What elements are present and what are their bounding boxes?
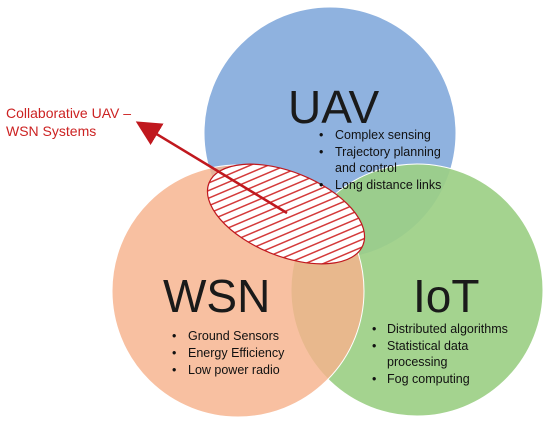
uav-item-3: and control bbox=[335, 161, 397, 175]
uav-bullet-3: • bbox=[319, 178, 323, 192]
uav-item-4: Long distance links bbox=[335, 178, 441, 192]
wsn-bullet-1: • bbox=[172, 329, 176, 343]
callout-line-2: WSN Systems bbox=[6, 123, 96, 139]
uav-bullet-1: • bbox=[319, 128, 323, 142]
callout-arrow bbox=[135, 121, 288, 215]
callout-line-1: Collaborative UAV – bbox=[6, 105, 131, 121]
wsn-bullet-3: • bbox=[172, 363, 176, 377]
wsn-item-2: Energy Efficiency bbox=[188, 346, 285, 360]
uav-title: UAV bbox=[288, 81, 379, 133]
wsn-title: WSN bbox=[163, 270, 270, 322]
wsn-bullet-2: • bbox=[172, 346, 176, 360]
iot-bullet-1: • bbox=[372, 322, 376, 336]
iot-bullet-2: • bbox=[372, 339, 376, 353]
iot-item-4: Fog computing bbox=[387, 372, 470, 386]
iot-item-2: Statistical data bbox=[387, 339, 468, 353]
wsn-item-1: Ground Sensors bbox=[188, 329, 279, 343]
wsn-item-3: Low power radio bbox=[188, 363, 280, 377]
iot-title: IoT bbox=[413, 270, 479, 322]
uav-bullet-2: • bbox=[319, 145, 323, 159]
iot-bullet-3: • bbox=[372, 372, 376, 386]
iot-item-3: processing bbox=[387, 355, 447, 369]
uav-item-2: Trajectory planning bbox=[335, 145, 441, 159]
uav-item-1: Complex sensing bbox=[335, 128, 431, 142]
iot-item-1: Distributed algorithms bbox=[387, 322, 508, 336]
